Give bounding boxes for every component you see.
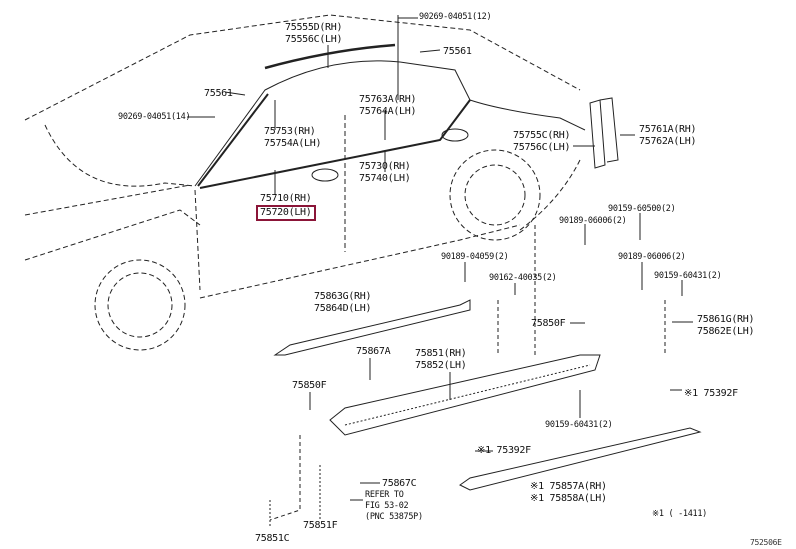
part-number: 75850F bbox=[531, 318, 566, 329]
label-90189-06006-a[interactable]: 90189-06006(2) bbox=[559, 216, 627, 227]
part-number: 75740(LH) bbox=[359, 173, 411, 184]
label-75753[interactable]: 75753(RH)75754A(LH) bbox=[264, 126, 322, 150]
part-number: 90159-60431(2) bbox=[654, 271, 722, 281]
part-number: 75851(RH) bbox=[415, 348, 467, 359]
note-line: FIG 53-02 bbox=[365, 501, 409, 511]
diagram-code-text: 752506E bbox=[750, 538, 782, 547]
part-number: 75852(LH) bbox=[415, 360, 467, 371]
label-75851[interactable]: 75851(RH)75852(LH) bbox=[415, 348, 467, 372]
highlighted-part-number: 75720(LH) bbox=[256, 205, 316, 221]
label-75561-front[interactable]: 75561 bbox=[204, 88, 233, 100]
label-75561-rear[interactable]: 75561 bbox=[443, 46, 472, 58]
diagram-code: 752506E bbox=[750, 537, 782, 549]
label-75755c[interactable]: 75755C(RH)75756C(LH) bbox=[513, 130, 571, 154]
label-75863g[interactable]: 75863G(RH)75864D(LH) bbox=[314, 291, 372, 315]
label-90189-04059[interactable]: 90189-04059(2) bbox=[441, 252, 509, 263]
part-number: 90162-40035(2) bbox=[489, 273, 557, 283]
label-75730[interactable]: 75730(RH)75740(LH) bbox=[359, 161, 411, 185]
label-75555d[interactable]: 75555D(RH)75556C(LH) bbox=[285, 22, 343, 46]
label-75867a[interactable]: 75867A bbox=[356, 346, 391, 358]
label-75710[interactable]: 75710(RH)75720(LH) bbox=[256, 193, 316, 221]
label-90159-60431-b[interactable]: 90159-60431(2) bbox=[545, 420, 613, 431]
part-number: 90269-04051(12) bbox=[419, 12, 492, 22]
part-number: 75862E(LH) bbox=[697, 326, 755, 337]
label-75850f-b[interactable]: 75850F bbox=[292, 380, 327, 392]
part-number: 75867C bbox=[382, 478, 417, 489]
part-number: 75556C(LH) bbox=[285, 34, 343, 45]
part-number: 90159-60431(2) bbox=[545, 420, 613, 430]
part-number: 90269-04051(14) bbox=[118, 112, 191, 122]
label-75392f-a[interactable]: ※1 75392F bbox=[684, 388, 738, 400]
part-number: 75851C bbox=[255, 533, 290, 544]
label-75851f[interactable]: 75851F bbox=[303, 520, 338, 532]
note-line: (PNC 53875P) bbox=[365, 512, 423, 522]
label-75850f-a[interactable]: 75850F bbox=[531, 318, 566, 330]
part-number: 90159-60500(2) bbox=[608, 204, 676, 214]
note-line: ※1 ( -1411) bbox=[652, 509, 707, 519]
part-number: 75730(RH) bbox=[359, 161, 411, 172]
label-90269-04051-14[interactable]: 90269-04051(14) bbox=[118, 112, 191, 123]
label-75392f-b[interactable]: ※1 75392F bbox=[477, 445, 531, 457]
label-75867c[interactable]: 75867C bbox=[382, 478, 417, 490]
label-75761a[interactable]: 75761A(RH)75762A(LH) bbox=[639, 124, 697, 148]
part-number: ※1 75858A(LH) bbox=[530, 493, 607, 504]
part-number: 75710(RH) bbox=[260, 193, 312, 204]
part-number: 90189-04059(2) bbox=[441, 252, 509, 262]
part-number: 75763A(RH) bbox=[359, 94, 417, 105]
part-number: 75864D(LH) bbox=[314, 303, 372, 314]
part-number: 75761A(RH) bbox=[639, 124, 697, 135]
part-number: 90189-06006(2) bbox=[618, 252, 686, 262]
part-number: 90189-06006(2) bbox=[559, 216, 627, 226]
part-number: 75850F bbox=[292, 380, 327, 391]
part-number: 75867A bbox=[356, 346, 391, 357]
part-number: 75555D(RH) bbox=[285, 22, 343, 33]
label-90159-60500[interactable]: 90159-60500(2) bbox=[608, 204, 676, 215]
part-number: 75863G(RH) bbox=[314, 291, 372, 302]
part-number: 75756C(LH) bbox=[513, 142, 571, 153]
part-number: 75851F bbox=[303, 520, 338, 531]
part-number: 75561 bbox=[204, 88, 233, 99]
part-number: 75561 bbox=[443, 46, 472, 57]
part-number: 75755C(RH) bbox=[513, 130, 571, 141]
label-90159-60431-a[interactable]: 90159-60431(2) bbox=[654, 271, 722, 282]
label-90189-06006-b[interactable]: 90189-06006(2) bbox=[618, 252, 686, 263]
label-90162-40035[interactable]: 90162-40035(2) bbox=[489, 273, 557, 284]
note-line: REFER TO bbox=[365, 490, 404, 500]
part-number: 75764A(LH) bbox=[359, 106, 417, 117]
part-number: 75753(RH) bbox=[264, 126, 316, 137]
part-number: 75762A(LH) bbox=[639, 136, 697, 147]
label-75763a[interactable]: 75763A(RH)75764A(LH) bbox=[359, 94, 417, 118]
label-75851c[interactable]: 75851C bbox=[255, 533, 290, 545]
part-number: 75861G(RH) bbox=[697, 314, 755, 325]
label-75857a[interactable]: ※1 75857A(RH)※1 75858A(LH) bbox=[530, 481, 607, 505]
label-75861g[interactable]: 75861G(RH)75862E(LH) bbox=[697, 314, 755, 338]
part-number: ※1 75857A(RH) bbox=[530, 481, 607, 492]
footnote-1411: ※1 ( -1411) bbox=[652, 509, 707, 520]
part-number: ※1 75392F bbox=[684, 388, 738, 399]
label-90269-04051-12[interactable]: 90269-04051(12) bbox=[419, 12, 492, 23]
part-number: 75754A(LH) bbox=[264, 138, 322, 149]
part-number: ※1 75392F bbox=[477, 445, 531, 456]
